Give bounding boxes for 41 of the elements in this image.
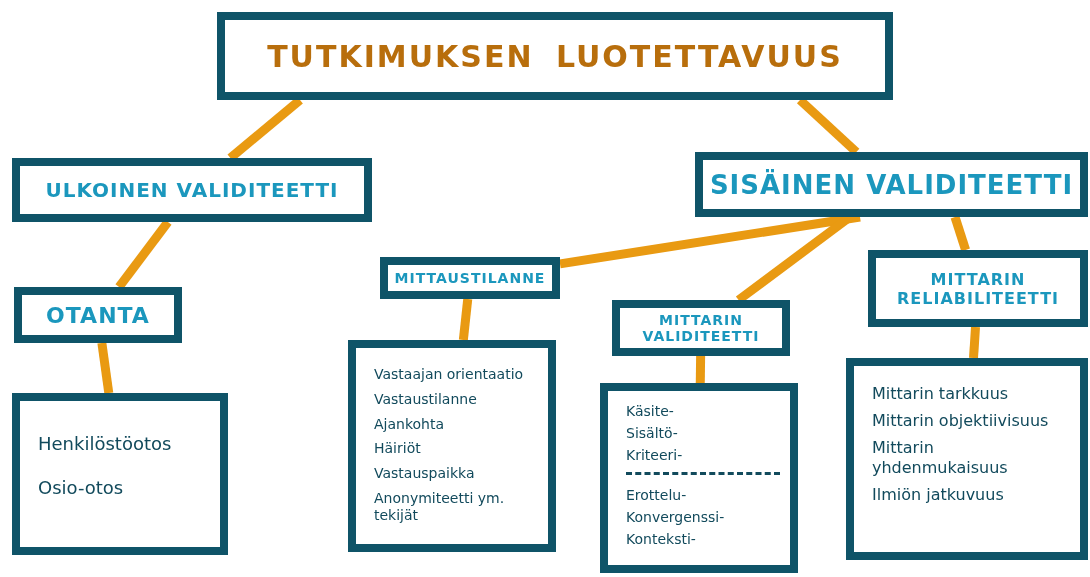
list-box (12, 393, 228, 555)
heading: SISÄINEN VALIDITEETTI (709, 169, 1074, 200)
list-item: Häiriöt (374, 440, 422, 458)
heading-box (14, 287, 182, 343)
list-box (600, 383, 798, 573)
list-box (846, 358, 1088, 560)
list-item: Konteksti- (626, 531, 697, 548)
list-item: Vastauspaikka (374, 465, 476, 482)
connector-line (97, 342, 114, 394)
list-item: Mittarin tarkkuus (872, 384, 1010, 404)
heading: MITTARIN RELIABILITEETTI (896, 269, 1060, 308)
connector-line (695, 355, 706, 384)
connector-line (458, 298, 473, 341)
heading: ULKOINEN VALIDITEETTI (45, 178, 339, 202)
list-item: Mittarin yhdenmukaisuus (872, 438, 1009, 477)
list-item: Ajankohta (374, 415, 446, 433)
list-item: Vastaajan orientaatio (374, 366, 525, 383)
title-box (217, 12, 893, 100)
list-item: Kriteeri- (626, 446, 684, 464)
list-item: Konvergenssi- (626, 509, 726, 526)
connector-line (969, 326, 980, 359)
heading: MITTAUSTILANNE (394, 270, 546, 286)
list-item: Henkilöstöotos (38, 433, 173, 455)
list-item: Ilmiön jatkuvuus (872, 484, 1005, 504)
heading-box (868, 250, 1088, 327)
list-item: Vastaustilanne (374, 390, 478, 408)
heading: MITTARIN VALIDITEETTI (641, 312, 761, 344)
list-item: Anonymiteetti ym. tekijät (374, 490, 506, 524)
heading-box (12, 158, 372, 222)
list-item: Mittarin objektiivisuus (872, 411, 1050, 431)
list-box (348, 340, 556, 552)
heading-box (380, 257, 560, 299)
connector-line (950, 215, 970, 252)
list-item: Erottelu- (626, 487, 688, 505)
list-item: Osio-otos (38, 476, 125, 499)
heading-box (612, 300, 790, 356)
heading: OTANTA (46, 302, 150, 328)
list-item: Sisältö- (626, 424, 679, 442)
list-item: Käsite- (626, 403, 675, 420)
heading-box (695, 152, 1088, 217)
title: TUTKIMUKSEN LUOTETTAVUUS (267, 38, 843, 74)
